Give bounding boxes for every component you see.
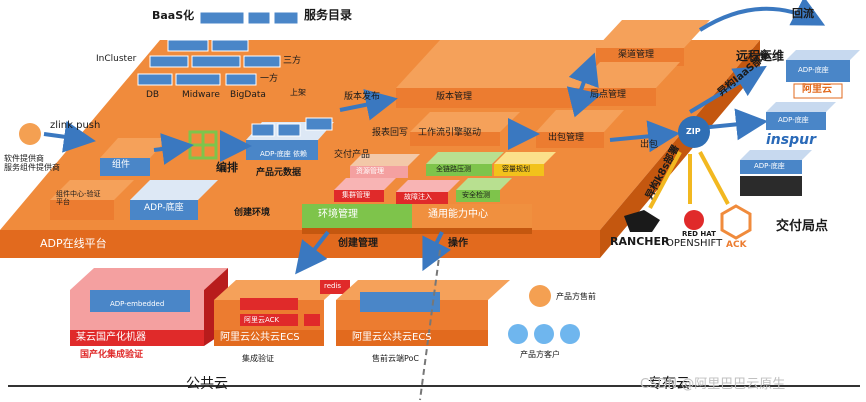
service-catalog-label: 服务目录: [304, 8, 353, 22]
aliyun-ecs-label: 阿里云公共云ECS: [220, 332, 300, 343]
aliyun-ecs2-label: 阿里云公共云ECS: [352, 332, 432, 343]
orchestrate-label: 编排: [216, 161, 238, 174]
inspur-logo: inspur: [766, 132, 816, 148]
integ-verify-label: 集成验证: [242, 354, 274, 363]
presales-label: 产品方售前: [556, 292, 596, 301]
tag-cluster-mgmt: 集群管理: [342, 191, 370, 199]
bigdata-label: BigData: [230, 90, 266, 100]
db-label: DB: [146, 90, 160, 100]
incluster-label: InCluster: [96, 54, 137, 64]
domestic-verify-label: 国产化集成验证: [80, 350, 144, 360]
delivery-site-label: 交付局点: [776, 219, 829, 234]
public-cloud-label: 公共云: [186, 376, 228, 392]
domestic-machine-label: 某云国产化机器: [76, 332, 146, 343]
rancher-logo: RANCHER: [610, 235, 670, 248]
env-mgmt-label: 环境管理: [318, 209, 358, 220]
baas-label: BaaS化: [152, 9, 195, 22]
product-meta-label: 产品元数据: [256, 168, 302, 178]
zlink-push-label: zlink push: [50, 120, 101, 131]
create-env-label: 创建环境: [234, 208, 271, 218]
channel-mgmt-label: 渠道管理: [618, 50, 655, 60]
server-adp-base-1: ADP-底座: [798, 66, 829, 74]
general-center-label: 通用能力中心: [428, 209, 488, 220]
redis-chip: redis: [324, 282, 342, 290]
report-loop-label: 报表回写: [372, 128, 409, 138]
backflow-label: 回流: [792, 7, 814, 20]
workflow-engine-label: 工作流引擎驱动: [418, 128, 482, 138]
delivery-product-label: 交付产品: [334, 150, 371, 160]
create-mgmt-label: 创建管理: [338, 238, 378, 249]
aliyun-ack-label: 阿里云ACK: [244, 316, 280, 324]
supplier-label: 软件提供商 服务组件提供商: [4, 154, 60, 173]
center-verify-label: 组件中心-验证 平台: [56, 190, 101, 207]
platform-label: ADP在线平台: [40, 237, 107, 250]
zip-icon: [678, 116, 710, 148]
mgmt-blocks: [396, 20, 710, 148]
out-pkg-label: 出包: [640, 140, 659, 150]
remote-ops-label: 远程运维: [736, 49, 785, 63]
aliyun-logo: 阿里云: [802, 84, 832, 95]
server-adp-base-3: ADP-底座: [754, 162, 785, 170]
people-icons: [19, 123, 580, 344]
tag-resource-mgmt: 资源管理: [356, 167, 384, 175]
tag-capacity-plan: 容量规划: [502, 165, 530, 173]
site-mgmt-label: 局点管理: [590, 90, 627, 100]
top-chips: [137, 11, 299, 86]
first-party-label: 一方: [260, 74, 279, 84]
k8s-arrows: [648, 151, 730, 209]
adp-embedded-label: ADP-embedded: [110, 300, 165, 308]
component-label: 组件: [112, 160, 131, 170]
tag-security-check: 安全检测: [462, 191, 490, 199]
bottom-envs: [70, 268, 510, 346]
adp-base-dep-label: ADP-底座 依赖: [260, 150, 307, 158]
right-servers: [740, 50, 860, 196]
ack-logo: ACK: [726, 240, 747, 250]
server-adp-base-2: ADP-底座: [778, 116, 809, 124]
poc-label: 售前云端PoC: [372, 354, 420, 363]
version-release-label: 版本发布: [344, 92, 381, 102]
customer-label: 产品方客户: [520, 350, 560, 359]
capability-tags: [334, 152, 556, 204]
left-blocks: [50, 138, 218, 220]
pkg-mgmt-label: 出包管理: [548, 133, 585, 143]
flow-arrows: [43, 0, 826, 275]
k8s-logos: [624, 204, 752, 240]
openshift-logo: OPENSHIFT: [666, 238, 723, 249]
redhat-logo: RED HAT: [682, 230, 716, 238]
tag-fault-injection: 故障注入: [404, 193, 432, 201]
zip-label: ZIP: [686, 127, 701, 136]
product-meta-stack: [246, 117, 334, 160]
cloud-divider: [419, 249, 441, 401]
third-party-label: 三方: [283, 56, 302, 66]
publish-label: 上架: [290, 88, 306, 97]
center-slabs: [302, 204, 532, 234]
midware-label: Midware: [182, 90, 220, 100]
adp-base-label: ADP-底座: [144, 203, 184, 213]
watermark-label: CSDN @阿里巴巴云原生: [640, 377, 786, 392]
private-cloud-label: 专有云: [648, 376, 690, 392]
tag-fullchain-test: 全链路压测: [436, 165, 471, 173]
operate-label: 操作: [448, 238, 468, 249]
version-mgmt-label: 版本管理: [436, 92, 473, 102]
